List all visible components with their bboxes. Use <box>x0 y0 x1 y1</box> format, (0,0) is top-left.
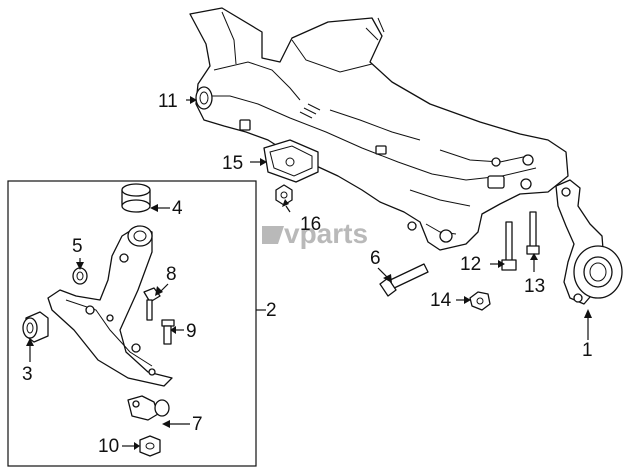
svg-text:7: 7 <box>192 414 203 435</box>
mount-bracket <box>263 139 319 183</box>
svg-text:12: 12 <box>460 254 481 275</box>
crossmember-subframe <box>189 7 569 251</box>
nut-10 <box>139 435 161 457</box>
callout-7: 7 <box>162 414 203 435</box>
svg-text:4: 4 <box>172 198 183 219</box>
callout-9: 9 <box>170 321 197 342</box>
svg-text:14: 14 <box>430 290 452 311</box>
svg-text:6: 6 <box>370 248 381 269</box>
svg-text:11: 11 <box>158 91 178 112</box>
callout-3: 3 <box>22 338 34 385</box>
svg-text:9: 9 <box>186 321 197 342</box>
svg-text:8: 8 <box>166 264 177 285</box>
svg-text:15: 15 <box>222 153 243 174</box>
lower-arm-group-frame <box>7 180 257 467</box>
callout-10: 10 <box>98 436 140 457</box>
callout-13: 13 <box>524 253 545 297</box>
callout-2: 2 <box>256 300 277 321</box>
ball-joint-7 <box>127 395 170 421</box>
callout-12: 12 <box>460 254 505 275</box>
flange-nut-14 <box>469 291 491 311</box>
bolt-6 <box>379 263 429 297</box>
svg-text:3: 3 <box>22 364 33 385</box>
callout-5: 5 <box>72 236 84 270</box>
long-bolt-13 <box>526 211 540 255</box>
callout-15: 15 <box>222 153 267 174</box>
bushing-3 <box>22 311 49 343</box>
callout-8: 8 <box>155 264 177 296</box>
washer-5 <box>72 267 88 285</box>
svg-text:1: 1 <box>582 340 593 361</box>
callout-4: 4 <box>150 198 183 219</box>
callout-16: 16 <box>282 199 321 235</box>
svg-text:2: 2 <box>266 300 277 321</box>
svg-text:5: 5 <box>72 236 83 257</box>
svg-text:10: 10 <box>98 436 119 457</box>
lower-control-arm <box>47 225 173 387</box>
callout-6: 6 <box>370 248 392 283</box>
steering-knuckle <box>555 179 623 305</box>
callout-11: 11 <box>158 91 197 112</box>
bolt-9 <box>161 319 175 345</box>
svg-text:vparts: vparts <box>284 218 368 249</box>
svg-text:13: 13 <box>524 276 545 297</box>
svg-text:16: 16 <box>300 214 321 235</box>
flange-nut-16 <box>275 184 293 206</box>
bushing-4 <box>121 183 151 213</box>
callout-14: 14 <box>430 290 471 311</box>
callout-1: 1 <box>582 309 593 361</box>
watermark: vparts <box>262 218 368 249</box>
long-bolt-12 <box>501 221 517 271</box>
